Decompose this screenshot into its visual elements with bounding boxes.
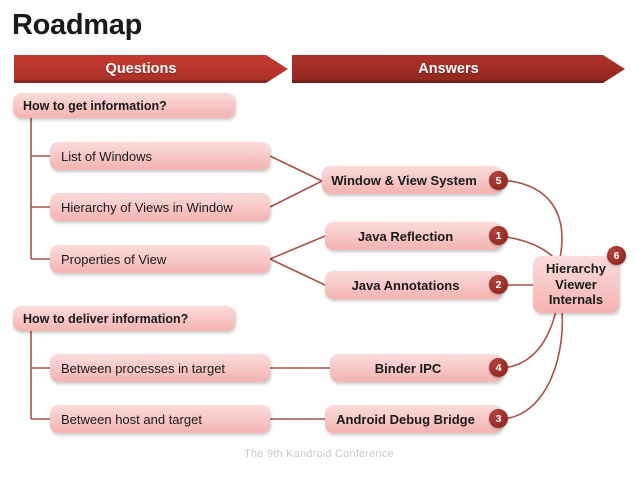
curve-adb-to-center: [501, 299, 564, 420]
question-group-get-information[interactable]: How to get information?: [13, 93, 235, 118]
header-label-questions: Questions: [105, 61, 177, 77]
answer-label: Binder IPC: [374, 360, 442, 376]
question-label: Hierarchy of Views in Window: [61, 199, 233, 215]
question-label: Between host and target: [61, 411, 202, 427]
answer-label: Java Reflection: [357, 228, 454, 244]
question-properties-of-view[interactable]: Properties of View: [50, 245, 270, 273]
question-label: Between processes in target: [61, 360, 226, 376]
question-between-host-and-target[interactable]: Between host and target: [50, 405, 270, 433]
center-label-line1: Hierarchy: [546, 260, 606, 276]
link-listwindows-to-windowview: [269, 155, 323, 182]
answer-label: Window & View System: [331, 172, 477, 188]
curve-windowview-to-center: [501, 179, 563, 259]
answer-window-and-view-system[interactable]: Window & View System: [322, 166, 502, 194]
question-label: Properties of View: [61, 251, 167, 267]
answer-badge-java-reflection: 1: [489, 226, 508, 245]
answer-android-debug-bridge[interactable]: Android Debug Bridge: [325, 405, 502, 433]
question-label: List of Windows: [61, 148, 153, 164]
header-arrow-answers: Answers: [292, 55, 625, 83]
question-group-label: How to get information?: [23, 98, 167, 113]
answer-java-reflection[interactable]: Java Reflection: [325, 222, 502, 250]
question-hierarchy-of-views[interactable]: Hierarchy of Views in Window: [50, 193, 270, 221]
question-group-label: How to deliver information?: [23, 311, 189, 326]
answer-badge-hierarchy-viewer-internals: 6: [607, 246, 626, 265]
badge-number: 6: [613, 249, 620, 262]
link-properties-to-javaannotations: [269, 258, 326, 286]
page-title: Roadmap: [12, 9, 143, 41]
question-list-of-windows[interactable]: List of Windows: [50, 142, 270, 170]
answer-binder-ipc[interactable]: Binder IPC: [330, 354, 502, 382]
badge-number: 5: [495, 174, 502, 187]
answer-label: Android Debug Bridge: [336, 411, 475, 427]
center-label-line2: Viewer: [555, 276, 597, 292]
header-label-answers: Answers: [418, 61, 479, 77]
chevron-shadow: [14, 80, 288, 83]
badge-number: 4: [495, 361, 502, 374]
answer-badge-window-and-view-system: 5: [489, 171, 508, 190]
badge-number: 3: [495, 412, 502, 425]
header-arrow-questions: Questions: [14, 55, 288, 83]
center-label-line3: Internals: [548, 292, 604, 308]
badge-number: 2: [495, 278, 502, 291]
footer-text: The 9th Kandroid Conference: [244, 448, 394, 460]
link-properties-to-javareflection: [269, 235, 326, 260]
answer-badge-binder-ipc: 4: [489, 358, 508, 377]
question-between-processes[interactable]: Between processes in target: [50, 354, 270, 382]
answer-java-annotations[interactable]: Java Annotations: [325, 271, 502, 299]
badge-number: 1: [495, 229, 502, 242]
chevron-shadow: [292, 80, 625, 83]
link-hierarchyviews-to-windowview: [269, 180, 323, 208]
answer-hierarchy-viewer-internals[interactable]: Hierarchy Viewer Internals: [533, 256, 619, 313]
answer-label: Java Annotations: [351, 277, 460, 293]
answer-badge-java-annotations: 2: [489, 275, 508, 294]
question-group-deliver-information[interactable]: How to deliver information?: [13, 306, 235, 331]
answer-badge-android-debug-bridge: 3: [489, 409, 508, 428]
